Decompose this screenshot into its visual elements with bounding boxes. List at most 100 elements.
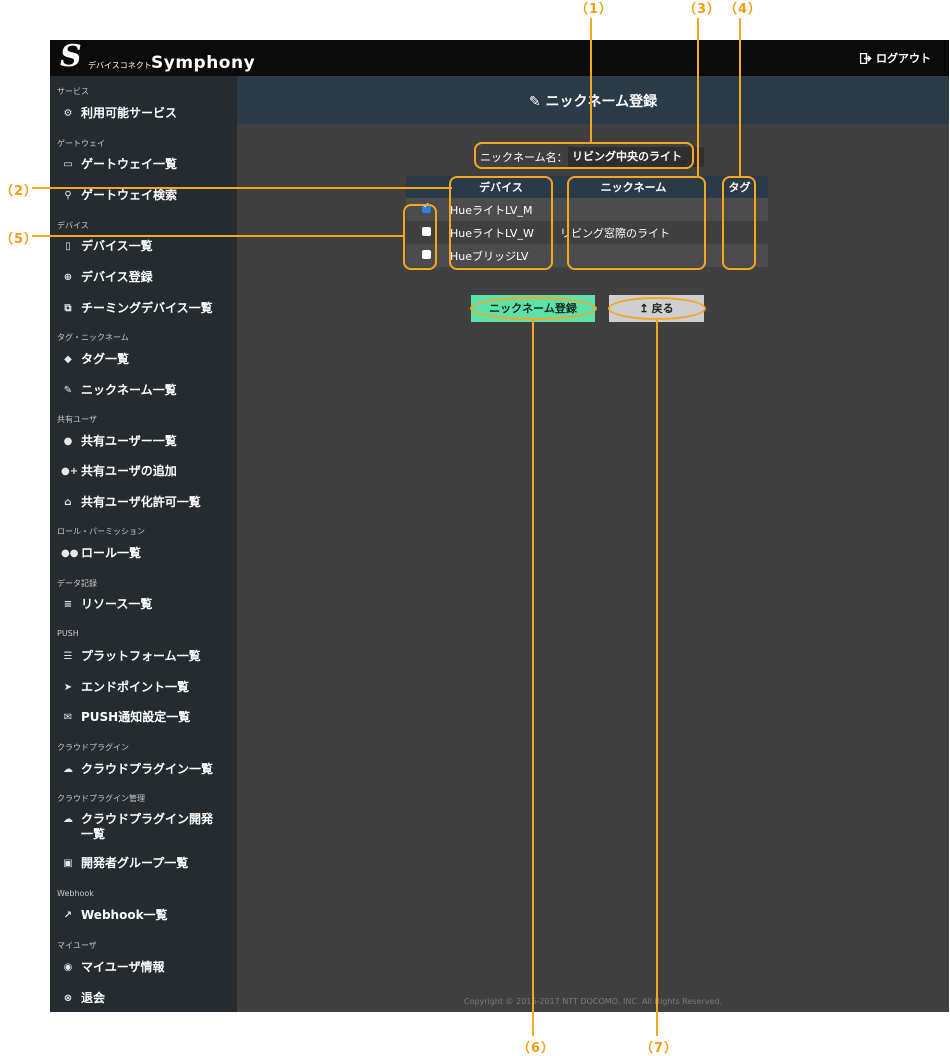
sidebar-item-shared-user-permission-list[interactable]: ⌂共有ユーザ化許可一覧 — [61, 495, 231, 510]
device-table: デバイス ニックネーム タグ HueライトLV_M HueライトLV_W リビン… — [406, 176, 768, 267]
sidebar-item-label: プラットフォーム一覧 — [81, 649, 201, 663]
gears-icon: ⚙ — [63, 108, 73, 119]
callout-line-4 — [739, 18, 741, 177]
callout-ring-4 — [722, 176, 756, 270]
nickname-cell — [556, 198, 711, 221]
sidebar-item-label: 共有ユーザー一覧 — [81, 434, 177, 448]
sidebar-item-nickname-list[interactable]: ✎ニックネーム一覧 — [61, 383, 231, 398]
sidebar-item-label: 共有ユーザの追加 — [81, 464, 177, 478]
nickname-input[interactable] — [568, 147, 704, 167]
sidebar-item-push-setting-list[interactable]: ✉PUSH通知設定一覧 — [61, 710, 231, 725]
callout-line-7 — [656, 320, 658, 1036]
sidebar-item-label: ロール一覧 — [81, 546, 142, 560]
pencil-icon: ✎ — [63, 385, 73, 396]
sidebar-item-label: 利用可能サービス — [81, 106, 178, 120]
sidebar-item-label: 退会 — [81, 991, 106, 1005]
callout-line-1 — [590, 18, 592, 142]
sidebar-item-gateway-list[interactable]: ▭ ゲートウェイ一覧 — [61, 157, 231, 172]
row-checkbox[interactable] — [422, 250, 431, 259]
sidebar-item-developer-group-list[interactable]: ▣開発者グループ一覧 — [61, 856, 231, 871]
sidebar-item-label: デバイス登録 — [81, 270, 153, 284]
sidebar-section-data-record: データ記録 — [57, 579, 97, 588]
device-cell: HueライトLV_W — [446, 221, 556, 244]
logout-label: ログアウト — [876, 52, 931, 65]
page-title: ✎ ニックネーム登録 — [237, 91, 949, 111]
callout-line-6 — [532, 320, 534, 1036]
sidebar-item-tag-list[interactable]: ◆ タグ一覧 — [61, 352, 231, 367]
logo-subtitle: デバイスコネクト — [88, 61, 152, 70]
sidebar-item-teaming-device-list[interactable]: ⧉ チーミングデバイス一覧 — [61, 301, 231, 316]
callout-line-5 — [32, 235, 403, 237]
sidebar-item-role-list[interactable]: ●●ロール一覧 — [61, 546, 231, 561]
sidebar-section-tag-nickname: タグ・ニックネーム — [57, 333, 129, 342]
cloud-upload-icon: ☁ — [63, 814, 73, 825]
logout-link[interactable]: ログアウト — [860, 50, 931, 66]
callout-oval-7 — [608, 297, 706, 320]
sidebar-item-label: Webhook一覧 — [81, 908, 168, 922]
clone-icon: ⧉ — [64, 303, 72, 314]
sidebar-item-withdraw[interactable]: ⊗ 退会 — [61, 991, 231, 1006]
sidebar-item-cloud-plugin-list[interactable]: ☁クラウドプラグイン一覧 — [61, 762, 231, 777]
sidebar-item-gateway-search[interactable]: ⚲ゲートウェイ検索 — [61, 188, 231, 203]
sidebar-item-add-shared-user[interactable]: ●+共有ユーザの追加 — [61, 464, 231, 479]
sidebar-section-services: サービス — [57, 87, 89, 96]
sidebar-item-platform-list[interactable]: ☰プラットフォーム一覧 — [61, 649, 231, 664]
callout-2: （2） — [0, 184, 39, 199]
search-icon: ⚲ — [64, 190, 72, 201]
callout-ring-2 — [449, 176, 553, 270]
sidebar-section-push: PUSH — [57, 629, 79, 638]
sidebar-item-label: チーミングデバイス一覧 — [81, 301, 213, 315]
sidebar-item-available-services[interactable]: ⚙ 利用可能サービス — [61, 106, 231, 121]
callout-ring-1 — [474, 142, 694, 169]
table-row: HueライトLV_M — [406, 198, 768, 221]
sidebar-item-label: 開発者グループ一覧 — [81, 856, 189, 870]
user-plus-icon: ●+ — [61, 466, 79, 477]
sidebar-item-label: クラウドプラグイン開発一覧 — [81, 812, 214, 841]
table-header-row: デバイス ニックネーム タグ — [406, 176, 768, 198]
sidebar-item-label: PUSH通知設定一覧 — [81, 710, 191, 724]
sidebar-item-my-user-info[interactable]: ◉マイユーザ情報 — [61, 960, 231, 975]
device-cell: HueライトLV_M — [446, 198, 556, 221]
sidebar-section-my-user: マイユーザ — [57, 941, 97, 950]
times-circle-icon: ⊗ — [63, 993, 73, 1004]
sidebar-item-label: タグ一覧 — [81, 352, 130, 366]
sidebar-item-endpoint-list[interactable]: ➤ エンドポイント一覧 — [61, 680, 231, 695]
sidebar-section-role-permission: ロール・パーミッション — [57, 527, 145, 536]
callout-oval-6 — [470, 297, 597, 320]
sidebar-item-shared-user-list[interactable]: ● 共有ユーザー一覧 — [61, 434, 231, 449]
callout-line-2 — [32, 187, 452, 189]
nickname-cell — [556, 244, 711, 267]
nickname-field-label: ニックネーム名： — [480, 151, 568, 164]
paper-plane-icon: ➤ — [63, 682, 73, 693]
sidebar-section-cloud-plugin-admin: クラウドプラグイン管理 — [57, 794, 145, 803]
callout-line-3 — [697, 18, 699, 177]
unlock-icon: ⌂ — [64, 497, 72, 508]
sidebar: サービス ⚙ 利用可能サービス ゲートウェイ ▭ ゲートウェイ一覧 ⚲ゲートウェイ検… — [50, 76, 237, 1012]
table-row: HueブリッジLV — [406, 244, 768, 267]
row-checkbox[interactable] — [422, 227, 431, 236]
top-bar: S デバイスコネクト Symphony ログアウト — [50, 40, 949, 76]
sidebar-item-label: ゲートウェイ一覧 — [81, 157, 178, 171]
sidebar-item-cloud-plugin-dev-list[interactable]: ☁ クラウドプラグイン開発一覧 — [61, 812, 221, 842]
table-row: HueライトLV_W リビング窓際のライト — [406, 221, 768, 244]
share-icon: ↗ — [63, 910, 73, 921]
sign-out-icon — [860, 52, 872, 64]
tag-cell — [711, 198, 768, 221]
sidebar-item-resource-list[interactable]: ≡リソース一覧 — [61, 597, 231, 612]
sidebar-item-label: マイユーザ情報 — [81, 960, 165, 974]
nickname-cell: リビング窓際のライト — [556, 221, 711, 244]
sidebar-section-gateway: ゲートウェイ — [57, 139, 105, 148]
sidebar-item-device-register[interactable]: ⊕デバイス登録 — [61, 270, 231, 285]
page-title-text: ニックネーム登録 — [545, 94, 658, 110]
copyright: Copyright © 2016-2017 NTT DOCOMO, INC. A… — [463, 997, 723, 1006]
sidebar-item-label: エンドポイント一覧 — [81, 680, 190, 694]
sidebar-item-device-list[interactable]: ▯デバイス一覧 — [61, 239, 231, 254]
sidebar-item-webhook-list[interactable]: ↗ Webhook一覧 — [61, 908, 231, 923]
tag-cell — [711, 244, 768, 267]
sidebar-section-webhook: Webhook — [57, 889, 94, 898]
sidebar-item-label: デバイス一覧 — [81, 239, 153, 253]
callout-4: （4） — [724, 2, 763, 17]
hdd-icon: ▭ — [63, 159, 73, 170]
user-icon: ● — [63, 436, 73, 447]
tags-icon: ◆ — [64, 354, 72, 365]
